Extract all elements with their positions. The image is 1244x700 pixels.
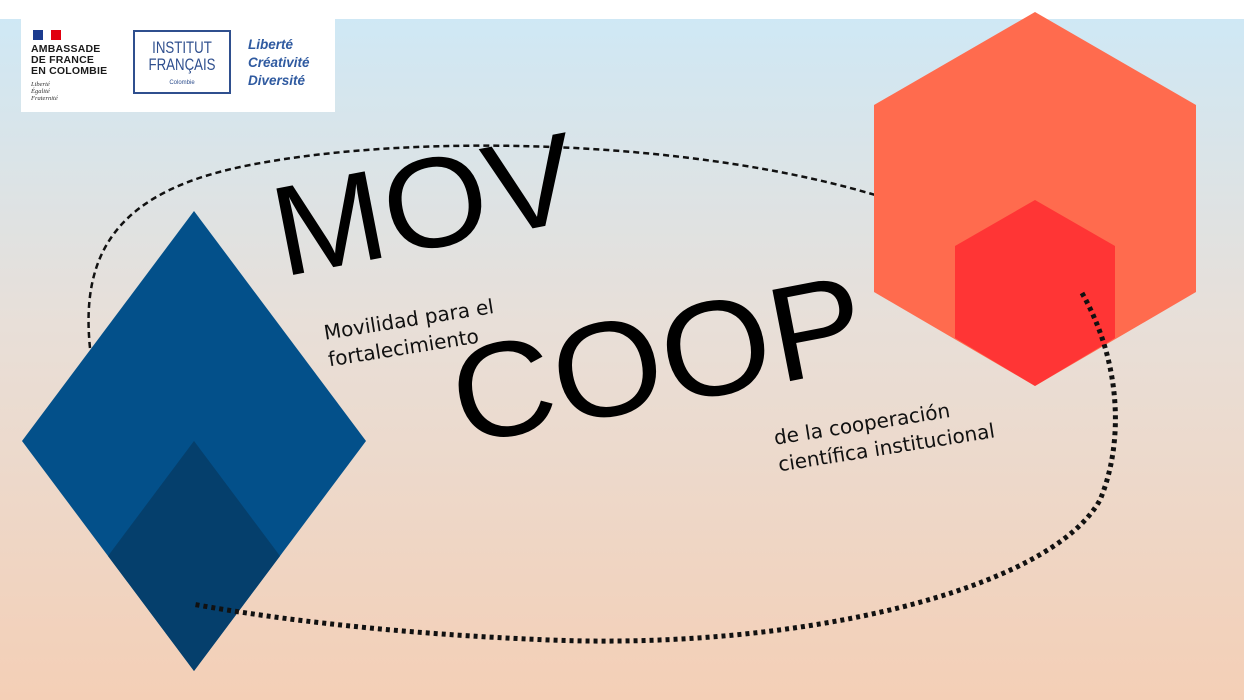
orange-hexagon-shape (874, 12, 1196, 386)
embassy-name: AMBASSADE DE FRANCE EN COLOMBIE (31, 43, 108, 77)
institut-francais-logo: INSTITUT FRANÇAIS Colombie (133, 30, 231, 94)
partner-logos: AMBASSADE DE FRANCE EN COLOMBIE Liberté … (21, 19, 335, 112)
institut-motto: Liberté Créativité Diversité (248, 37, 310, 88)
top-strip (0, 0, 1244, 19)
francais-line: FRANÇAIS (148, 55, 216, 74)
red-hexagon-shape (955, 200, 1115, 386)
french-flag-icon (33, 30, 61, 40)
dotted-loop-line (191, 291, 1118, 644)
republic-motto: Liberté Égalité Fraternité (31, 81, 58, 102)
colombie-line: Colombie (169, 80, 195, 86)
institut-line: INSTITUT (152, 38, 212, 57)
